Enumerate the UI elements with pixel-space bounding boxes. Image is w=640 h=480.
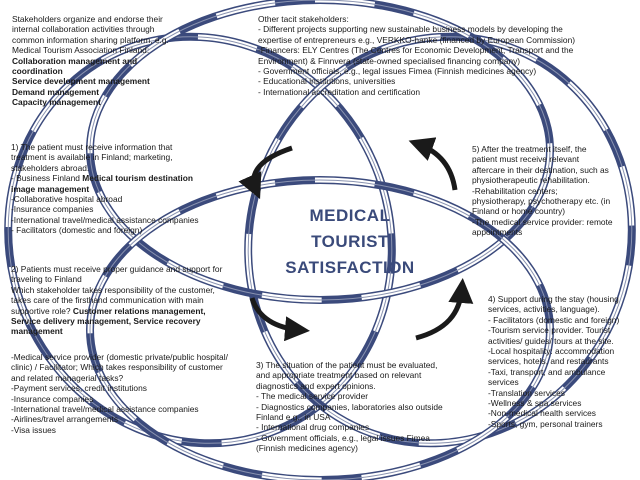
left-1-bold-tail: Medical tourism destination bbox=[82, 173, 193, 184]
bottom-3-line: and appropriate treatment based on relev… bbox=[256, 370, 422, 381]
left-2-line: management bbox=[11, 326, 63, 337]
right-4-line: services bbox=[488, 377, 519, 388]
left-3-line: -Insurance companies bbox=[11, 393, 94, 404]
left-2-line: 2) Patients must receive proper guidance… bbox=[11, 264, 223, 274]
bottom-3-line: diagnostics and expert opinions. bbox=[256, 380, 376, 391]
ring-4 bbox=[89, 179, 551, 480]
top-right-line: -Financers: ELY Centres (The Centres for… bbox=[258, 45, 574, 56]
right-5-line: physiotherapy, psychotherapy etc. (in bbox=[472, 196, 611, 207]
right-4-line: activities/ guides/ tours at the site. bbox=[488, 335, 614, 346]
right-4-line: -Translation services bbox=[488, 387, 565, 398]
right-4-line: -Tourism service provider. Tourist bbox=[488, 325, 611, 336]
center-title-line-1: MEDICAL bbox=[309, 206, 391, 225]
bottom-3-line: - The medical service provider bbox=[256, 391, 369, 402]
top-left-line: internal collaboration activities throug… bbox=[12, 24, 155, 35]
left-2-line: Which stakeholder takes responsibility o… bbox=[11, 284, 215, 295]
box-step-3: 3) The situation of the patient must be … bbox=[256, 360, 476, 454]
arrow-top-left bbox=[238, 145, 293, 200]
center-title-line-3: SATISFACTION bbox=[285, 258, 415, 277]
left-3-line: -Payment services, credit institutions bbox=[11, 383, 147, 394]
arrow-bottom-right bbox=[415, 278, 474, 341]
right-4-line: services, hotels, and restaurants bbox=[488, 356, 609, 367]
right-4-line: - Facilitators (domestic and foreign) bbox=[488, 314, 620, 325]
left-1-line: -International travel/medical assistance… bbox=[11, 214, 199, 225]
left-1-line: - Business Finland Medical tourism desti… bbox=[11, 173, 193, 184]
top-left-line: Demand management bbox=[12, 86, 100, 97]
top-left-line: Stakeholders organize and endorse their bbox=[12, 14, 163, 24]
top-right-line: - Government officials, e.g., legal issu… bbox=[258, 66, 537, 77]
ring-3 bbox=[89, 0, 551, 301]
left-3-line: clinic) / Facilitator; Which takes respo… bbox=[11, 362, 223, 373]
left-3-line: -Medical service provider (domestic priv… bbox=[11, 352, 228, 362]
right-5-line: 5) After the treatment itself, the bbox=[472, 144, 587, 154]
top-left-line: Medical Tourism Association Finland: bbox=[12, 45, 150, 56]
left-2-bold-tail: Customer relations management, bbox=[72, 305, 206, 316]
right-5-line: Finland or home country) bbox=[472, 206, 566, 217]
right-5-line: -Rehabilitation centers; bbox=[472, 185, 558, 196]
ring-2 bbox=[247, 36, 633, 444]
top-left-line: common information sharing platform, e.g… bbox=[12, 34, 169, 45]
top-right-line: Other tacit stakeholders: bbox=[258, 14, 349, 24]
right-4-line: -Non-medical health services bbox=[488, 408, 596, 419]
bottom-3-line: Finland e.g., in USA bbox=[256, 412, 331, 423]
left-1-line: - Facilitators (domestic and foreign) bbox=[11, 225, 143, 236]
right-5-line: -The medical service provider: remote bbox=[472, 216, 613, 227]
top-right-line: - International accreditation and certif… bbox=[258, 86, 421, 97]
top-left-line: Service development management bbox=[12, 76, 150, 87]
right-5-line: aftercare in their destination, such as bbox=[472, 164, 609, 175]
left-3-line: and related managerial tasks? bbox=[11, 372, 124, 383]
left-2-line: traveling to Finland bbox=[11, 274, 82, 285]
right-4-line: services, activities, language). bbox=[488, 304, 600, 315]
right-5-line: physiotherapeutic rehabilitation. bbox=[472, 175, 590, 186]
right-4-line: -Wellness & spa services bbox=[488, 398, 582, 409]
top-right-line: - Different projects supporting new sust… bbox=[258, 24, 563, 35]
left-2-line: supportive role? Customer relations mana… bbox=[11, 305, 206, 316]
top-left-line: Capacity management bbox=[12, 97, 101, 108]
bottom-3-line: - Diagnostics companies, laboratories al… bbox=[256, 401, 443, 412]
right-4-line: -Taxi, transport, and ambulance bbox=[488, 366, 606, 377]
left-2-line: Service delivery management, Service rec… bbox=[11, 316, 201, 327]
left-1-line: treatment is available in Finland; marke… bbox=[11, 152, 173, 163]
left-1-line: image management bbox=[11, 183, 90, 194]
left-3-line: -International travel/medical assistance… bbox=[11, 404, 199, 415]
top-right-line: expertise of entrepreneurs e.g., VERKKO-… bbox=[258, 34, 576, 45]
left-1-line: -Collaborative hospital abroad bbox=[11, 194, 123, 205]
bottom-3-line: (Finnish medicines agency) bbox=[256, 443, 358, 454]
right-5-line: appointments bbox=[472, 227, 523, 238]
top-left-line: coordination bbox=[12, 66, 63, 77]
left-1-line: -Insurance companies bbox=[11, 204, 94, 215]
box-step-1: 1) The patient must receive information … bbox=[11, 142, 241, 236]
cycle-arrows bbox=[238, 137, 474, 342]
box-top-right: Other tacit stakeholders:- Different pro… bbox=[258, 14, 638, 97]
right-4-line: -Sports, gym, personal trainers bbox=[488, 418, 603, 429]
ring-1 bbox=[7, 36, 393, 444]
box-step-2-stakeholders: -Medical service provider (domestic priv… bbox=[11, 352, 251, 435]
right-4-line: 4) Support during the stay (housing bbox=[488, 294, 619, 304]
right-5-line: patient must receive relevant bbox=[472, 154, 580, 165]
top-left-line: Collaboration management and bbox=[12, 55, 138, 66]
left-1-line: stakeholders abroad. bbox=[11, 162, 90, 173]
right-4-line: -Local hospitality: accommodation bbox=[488, 346, 615, 357]
center-title-line-2: TOURIST bbox=[311, 232, 389, 251]
left-3-line: -Visa issues bbox=[11, 424, 56, 435]
bottom-3-line: - International drug companies bbox=[256, 422, 370, 433]
left-2-line: takes care of the firsthand communicatio… bbox=[11, 295, 204, 306]
arrow-bottom-left bbox=[249, 297, 310, 342]
center-title: MEDICAL TOURIST SATISFACTION bbox=[270, 203, 430, 281]
left-1-line: 1) The patient must receive information … bbox=[11, 142, 173, 152]
box-step-2: 2) Patients must receive proper guidance… bbox=[11, 264, 251, 337]
top-right-line: - Educational institutions, universities bbox=[258, 76, 396, 87]
top-right-line: Environment) & Finnvera (state-owned spe… bbox=[258, 55, 521, 66]
bottom-3-line: - Government officials, e.g., legal issu… bbox=[256, 432, 430, 443]
arrow-top-right bbox=[408, 137, 458, 191]
left-3-line: -Airlines/travel arrangements bbox=[11, 414, 119, 425]
bottom-3-line: 3) The situation of the patient must be … bbox=[256, 360, 438, 370]
